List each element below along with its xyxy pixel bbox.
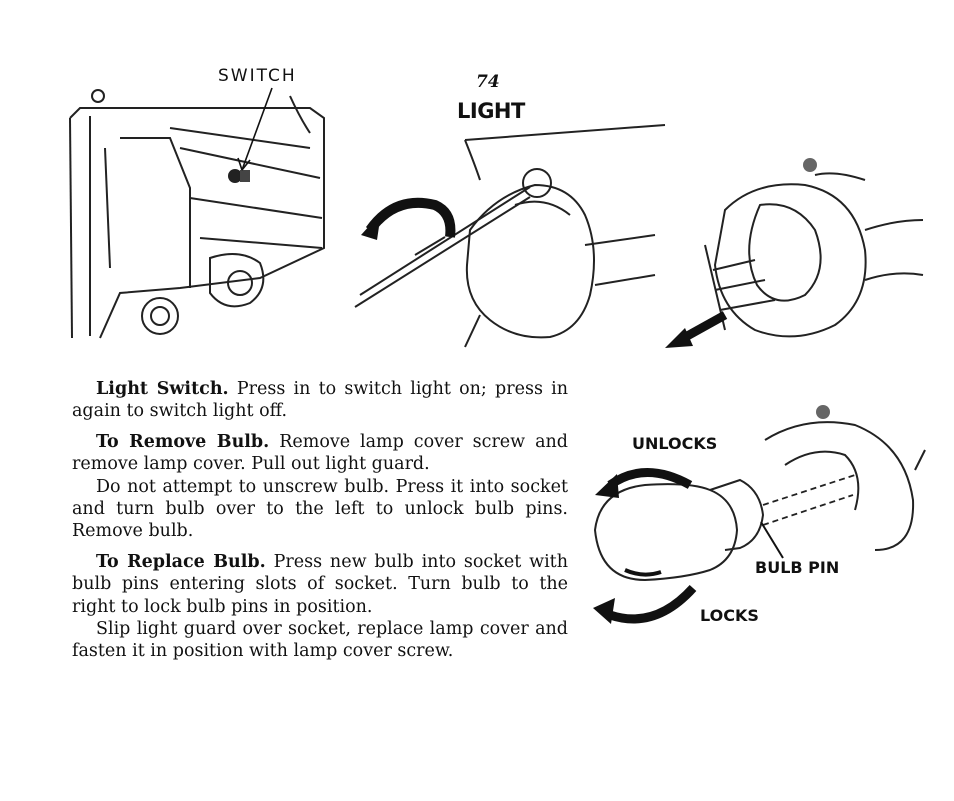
instruction-light-switch: Light Switch. Press in to switch light o…: [72, 379, 568, 422]
light-guard-removal-illustration: [665, 158, 924, 348]
instructions-text: Light Switch. Press in to switch light o…: [72, 378, 568, 671]
instruction-replace-bulb: To Replace Bulb. Press new bulb into soc…: [72, 551, 568, 617]
instruction-remove-bulb-detail: Do not attempt to unscrew bulb. Press it…: [72, 476, 568, 542]
bulb-pin-label: BULB PIN: [755, 558, 840, 577]
unlocks-label: UNLOCKS: [632, 434, 718, 453]
section-title: LIGHT: [457, 99, 525, 123]
switch-label: SWITCH: [218, 66, 297, 86]
instruction-replace-bulb-detail: Slip light guard over socket, replace la…: [72, 619, 568, 662]
machine-switch-illustration: [69, 87, 325, 339]
lamp-cover-removal-illustration: [354, 124, 666, 348]
page-number: 74: [476, 72, 500, 92]
bulb-locking-illustration: [593, 405, 926, 624]
locks-label: LOCKS: [700, 606, 759, 625]
instruction-remove-bulb: To Remove Bulb. Remove lamp cover screw …: [72, 431, 568, 475]
